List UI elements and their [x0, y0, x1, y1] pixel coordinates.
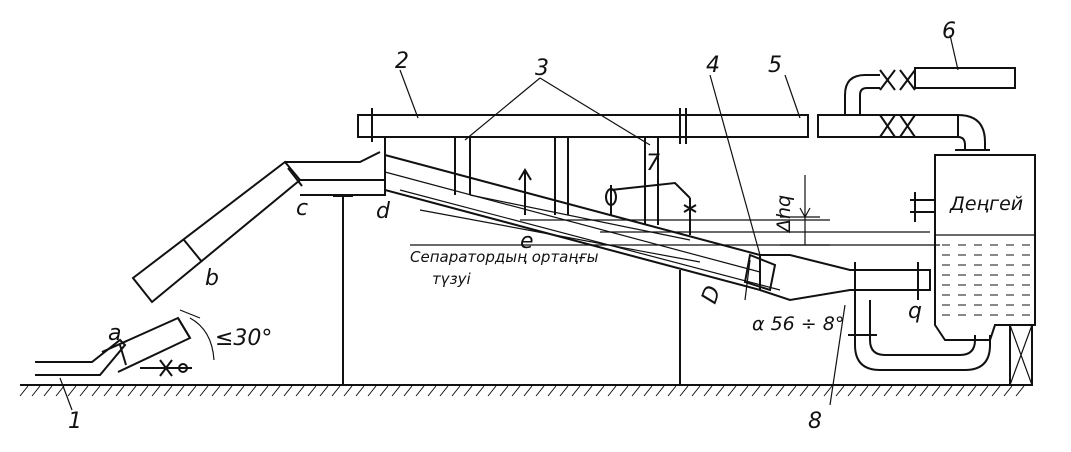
label-c: c	[296, 196, 308, 221]
branch-pipes	[384, 137, 659, 225]
return-pipe	[848, 300, 991, 371]
separator-body	[384, 153, 930, 292]
label-a: a	[108, 321, 121, 346]
label-1: 1	[68, 409, 82, 434]
rising-pipe	[131, 151, 386, 304]
leaders	[59, 34, 959, 411]
ground	[19, 384, 1030, 397]
supports	[333, 195, 681, 385]
label-6: 6	[942, 19, 956, 44]
label-alpha: α 56 ÷ 8°	[752, 313, 844, 335]
top-header-pipe	[357, 108, 986, 150]
label-delta-h: Δhq	[773, 195, 795, 234]
label-8: 8	[808, 409, 822, 434]
label-d: d	[376, 199, 391, 224]
angle-marker	[179, 309, 215, 361]
label-2: 2	[395, 49, 409, 74]
label-5: 5	[768, 53, 782, 78]
label-D: D	[697, 283, 726, 307]
tank	[910, 149, 1036, 386]
label-separator-axis-1: Сепаратордың ортаңғы	[410, 248, 599, 266]
label-q: q	[908, 299, 922, 324]
inlet-pipe	[35, 316, 192, 377]
label-3: 3	[535, 56, 549, 81]
label-7: 7	[646, 151, 660, 176]
label-separator-axis-2: түзуі	[432, 270, 471, 288]
label-4: 4	[706, 53, 720, 78]
label-b: b	[205, 266, 219, 291]
label-angle-limit: ≤30°	[215, 326, 272, 351]
gauges	[518, 168, 697, 235]
gas-outlet	[844, 67, 1016, 138]
labels: 1 2 3 4 5 6 7 8 a b c d e q D Δhq ≤30° α…	[68, 19, 1023, 434]
label-level: Деңгей	[949, 193, 1023, 215]
outlet-collector	[743, 253, 931, 302]
label-e: e	[520, 229, 534, 254]
